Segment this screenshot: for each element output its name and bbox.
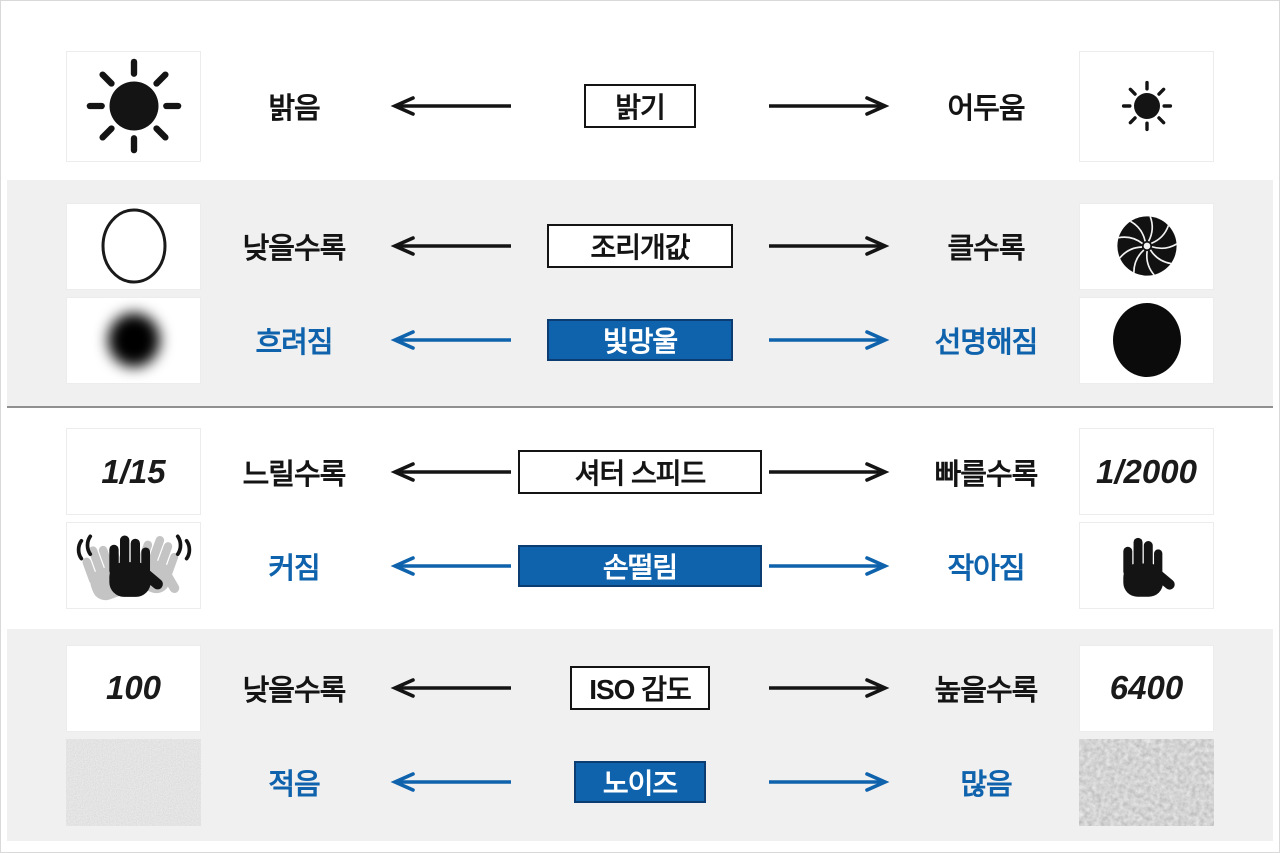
section-aperture: 낮을수록 조리개값 클수록 [7,180,1273,406]
row-iso-sensitivity: 100 낮을수록 ISO 감도 높을수록 6400 [7,644,1273,732]
icon-tile [66,202,201,290]
right-end-label: 빠를수록 [934,458,1039,491]
noise-coarse-texture-icon [1079,738,1214,826]
right-end-label: 어두움 [947,93,1025,125]
left-end-label: 적음 [268,769,320,801]
row-aperture-value: 낮을수록 조리개값 클수록 [7,202,1273,290]
arrow-right-icon [765,95,893,117]
arrow-right-icon [765,461,893,483]
left-end-label: 밝음 [268,93,320,125]
right-end-label: 선명해짐 [934,327,1039,359]
center-term-box: 빛망울 [547,319,733,361]
shutter-fast-value: 1/2000 [1079,428,1214,515]
aperture-blades-icon [1116,216,1177,276]
icon-tile [66,296,201,384]
row-noise: 적음 노이즈 많음 [7,738,1273,826]
arrow-right-icon [765,555,893,577]
icon-tile [1079,296,1214,384]
icon-tile [1079,50,1214,162]
arrow-left-icon [387,95,515,117]
icon-tile [66,738,201,826]
hand-steady-icon [1122,537,1177,597]
center-term-box: 조리개값 [547,224,733,268]
left-end-label: 낮을수록 [242,233,347,265]
arrow-left-icon [387,555,515,577]
iso-high-value: 6400 [1079,644,1214,732]
right-end-label: 클수록 [947,233,1025,265]
right-end-label: 작아짐 [947,552,1025,585]
arrow-left-icon [387,771,515,793]
center-term-box: 손떨림 [518,544,762,587]
row-shutter-speed: 1/15 느릴수록 셔터 스피드 빠를수록 1/2000 [7,428,1273,515]
icon-tile [66,50,201,162]
icon-tile [1079,738,1214,826]
section-shutter-speed: 1/15 느릴수록 셔터 스피드 빠를수록 1/2000 [7,408,1273,629]
aperture-open-circle-icon [101,208,166,284]
left-end-label: 낮을수록 [242,675,347,707]
center-term-box: 밝기 [584,84,696,128]
right-end-label: 높을수록 [934,675,1039,707]
shutter-slow-value: 1/15 [66,428,201,515]
bokeh-blurred-circle-icon [107,312,160,367]
arrow-right-icon [765,677,893,699]
arrow-left-icon [387,461,515,483]
row-hand-shake: 커짐 손떨림 작아짐 [7,522,1273,609]
section-brightness: 밝음 밝기 어두움 [7,8,1273,180]
icon-tile [1079,202,1214,290]
icon-tile [66,522,201,609]
sun-small-icon [1121,80,1173,132]
arrow-right-icon [765,329,893,351]
section-iso: 100 낮을수록 ISO 감도 높을수록 6400 적음 노이즈 많음 [7,629,1273,841]
bokeh-sharp-circle-icon [1112,303,1181,377]
icon-tile [1079,522,1214,609]
arrow-left-icon [387,235,515,257]
left-end-label: 느릴수록 [242,458,347,491]
center-term-box: ISO 감도 [570,666,710,710]
arrow-right-icon [765,235,893,257]
hand-shaking-icon [76,530,196,604]
right-end-label: 많음 [960,769,1012,801]
left-end-label: 커짐 [268,552,320,585]
arrow-right-icon [765,771,893,793]
row-bokeh: 흐려짐 빛망울 선명해짐 [7,296,1273,384]
row-brightness: 밝음 밝기 어두움 [7,50,1273,162]
section-divider [7,406,1273,408]
noise-fine-texture-icon [66,738,201,826]
left-end-label: 흐려짐 [255,327,333,359]
arrow-left-icon [387,677,515,699]
sun-large-icon [85,57,183,155]
center-term-box: 셔터 스피드 [518,449,762,494]
arrow-left-icon [387,329,515,351]
iso-low-value: 100 [66,644,201,732]
center-term-box: 노이즈 [574,761,706,803]
